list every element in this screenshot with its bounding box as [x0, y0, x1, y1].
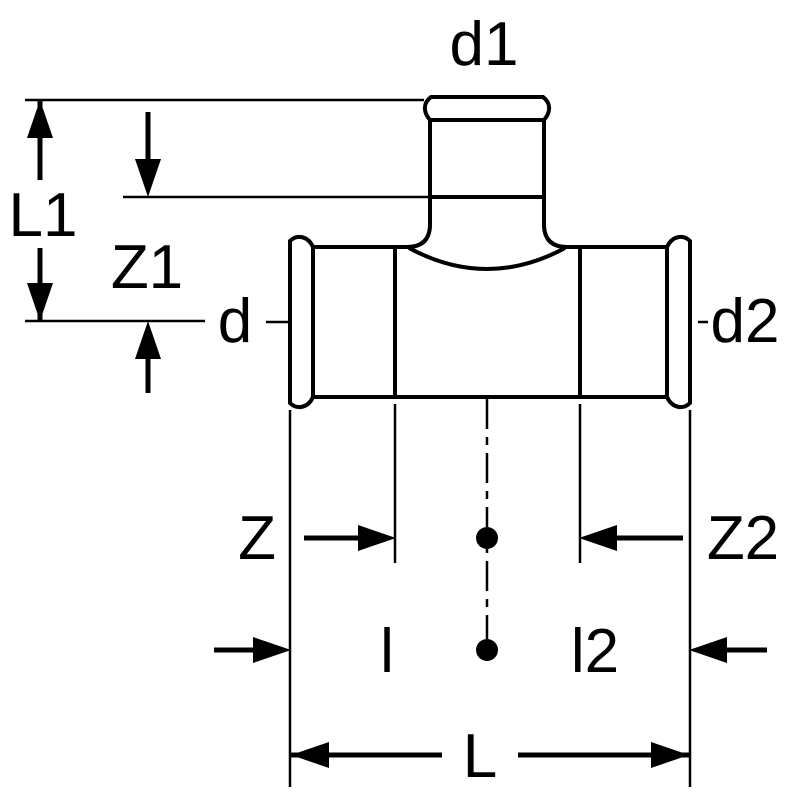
arrow-right-Z: [358, 525, 396, 551]
branch-saddle-curve: [408, 246, 566, 271]
label-Z: Z: [238, 504, 276, 573]
label-d2: d2: [711, 287, 780, 356]
center-dot-Z-row: [476, 527, 498, 549]
arrow-left-l2: [689, 637, 727, 663]
label-d1: d1: [450, 10, 519, 79]
center-dot-l-row: [476, 639, 498, 661]
arrow-right-l: [253, 637, 291, 663]
arrow-right-L: [651, 742, 689, 768]
label-L1: L1: [9, 181, 78, 250]
label-l2: l2: [571, 617, 619, 686]
tee-fitting-outline: [288, 95, 692, 410]
arrow-down-L1: [27, 283, 53, 321]
arrow-left-Z2: [579, 525, 617, 551]
label-Z2: Z2: [707, 504, 779, 573]
label-Z1: Z1: [111, 233, 183, 302]
label-L: L: [463, 722, 497, 791]
label-d: d: [218, 287, 252, 356]
arrow-down-Z1: [135, 159, 161, 197]
label-l: l: [380, 617, 394, 686]
arrow-up-Z1: [135, 321, 161, 359]
